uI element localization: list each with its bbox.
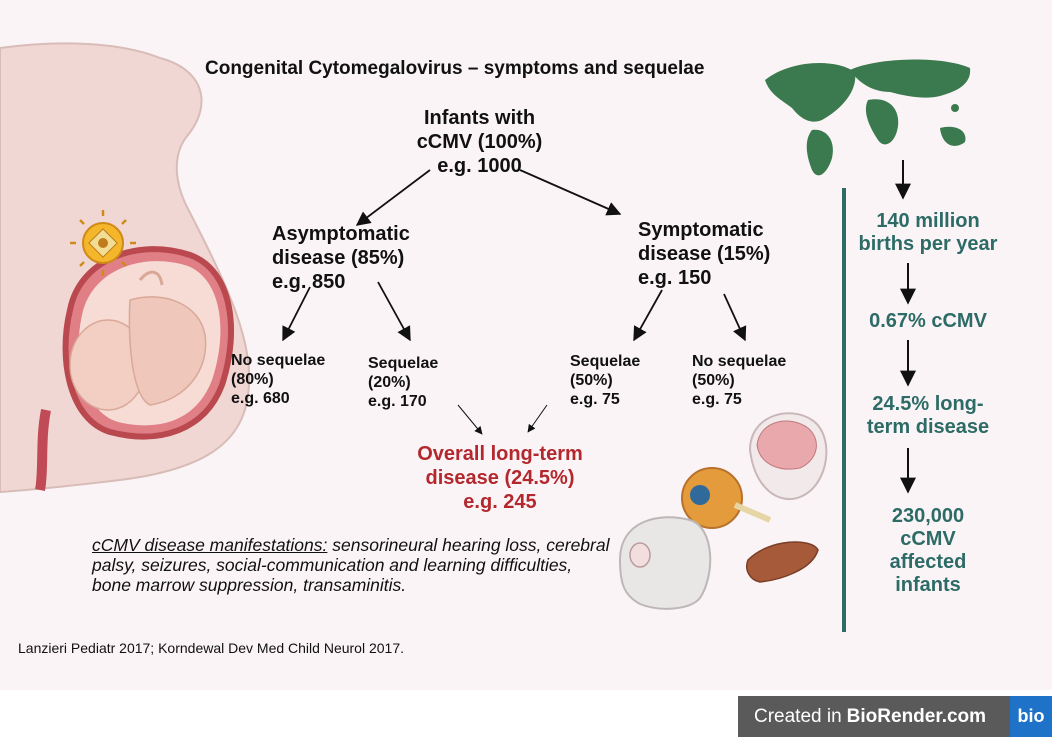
leaf-sym-no-sequelae: No sequelae (50%) e.g. 75: [692, 352, 812, 409]
biorender-logo-icon: bio: [1010, 696, 1052, 737]
node-line: Overall long-term: [417, 443, 583, 465]
arrow-root-to-symptomatic: [519, 169, 622, 216]
liver-illustration: [746, 541, 819, 583]
flow-line: 24.5% long-: [872, 393, 984, 415]
illustrations: [0, 42, 971, 610]
node-line: e.g. 150: [638, 267, 712, 289]
leaf-asym-sequelae: Sequelae (20%) e.g. 170: [368, 354, 478, 411]
arrow-sym-to-sequelae: [633, 289, 663, 342]
manifestations-note: cCMV disease manifestations: sensorineur…: [92, 535, 612, 595]
leaf-line: No sequelae: [231, 352, 326, 369]
node-infants-with-ccmv: Infants with cCMV (100%) e.g. 1000: [392, 106, 567, 178]
arrow-sequelae-to-overall-right: [527, 404, 548, 433]
leaf-line: (50%): [570, 372, 613, 389]
flow-line: 0.67% cCMV: [869, 310, 987, 332]
leaf-line: Sequelae: [570, 353, 641, 370]
node-line: Symptomatic: [638, 219, 764, 241]
node-line: cCMV (100%): [416, 131, 543, 153]
flow-line: term disease: [866, 416, 990, 438]
leaf-asym-no-sequelae: No sequelae (80%) e.g. 680: [231, 351, 351, 408]
flow-affected-infants: 230,000 cCMV affected infants: [852, 505, 1004, 597]
arrow-asym-to-no-sequelae: [282, 286, 311, 342]
node-line: Asymptomatic: [272, 223, 410, 245]
node-line: Infants with: [423, 107, 536, 129]
flow-ccmv-rate: 0.67% cCMV: [852, 310, 1004, 333]
node-overall-long-term-disease: Overall long-term disease (24.5%) e.g. 2…: [410, 442, 590, 514]
virus-icon: [70, 210, 136, 276]
manifestations-text: sensorineural hearing loss, cerebral pal…: [92, 535, 610, 595]
watermark-prefix: Created in: [754, 705, 842, 727]
flow-line: infants: [895, 574, 961, 596]
arrow-sym-to-no-sequelae: [723, 293, 747, 342]
leaf-line: (20%): [368, 374, 411, 391]
node-line: e.g. 245: [463, 491, 537, 513]
node-line: disease (15%): [638, 243, 771, 265]
references: Lanzieri Pediatr 2017; Korndewal Dev Med…: [18, 640, 404, 656]
node-line: disease (85%): [272, 247, 405, 269]
eye-illustration: [681, 467, 772, 529]
node-line: e.g. 850: [272, 271, 346, 293]
figure-title: Congenital Cytomegalovirus – symptoms an…: [205, 58, 705, 79]
flow-births-per-year: 140 million births per year: [852, 210, 1004, 256]
leaf-line: e.g. 170: [368, 393, 427, 410]
leaf-line: e.g. 75: [570, 391, 620, 408]
flow-long-term-disease: 24.5% long- term disease: [852, 393, 1004, 439]
flow-line: births per year: [858, 233, 998, 255]
leaf-line: No sequelae: [692, 353, 787, 370]
leaf-line: Sequelae: [368, 355, 439, 372]
flow-line: 230,000: [891, 505, 965, 527]
infant-head-brain-illustration: [748, 412, 828, 501]
node-symptomatic-disease: Symptomatic disease (15%) e.g. 150: [638, 218, 818, 290]
head-with-cochlear-implant-illustration: [618, 516, 712, 610]
leaf-line: e.g. 680: [231, 390, 290, 407]
leaf-line: (80%): [231, 371, 274, 388]
world-map-illustration: [765, 59, 971, 176]
node-asymptomatic-disease: Asymptomatic disease (85%) e.g. 850: [272, 222, 452, 294]
arrow-asym-to-sequelae: [377, 281, 411, 342]
arrow-sequelae-to-overall-left: [457, 404, 483, 435]
leaf-line: (50%): [692, 372, 735, 389]
flow-line: affected: [889, 551, 967, 573]
leaf-line: e.g. 75: [692, 391, 742, 408]
manifestations-lead: cCMV disease manifestations:: [92, 535, 328, 555]
flow-line: 140 million: [876, 210, 980, 232]
leaf-sym-sequelae: Sequelae (50%) e.g. 75: [570, 352, 680, 409]
watermark-brand: BioRender.com: [846, 705, 987, 727]
arrows-layer: [282, 160, 916, 632]
flow-line: cCMV: [900, 528, 956, 550]
node-line: e.g. 1000: [437, 155, 522, 177]
node-line: disease (24.5%): [425, 467, 575, 489]
arrow-root-to-asymptomatic: [355, 169, 431, 226]
